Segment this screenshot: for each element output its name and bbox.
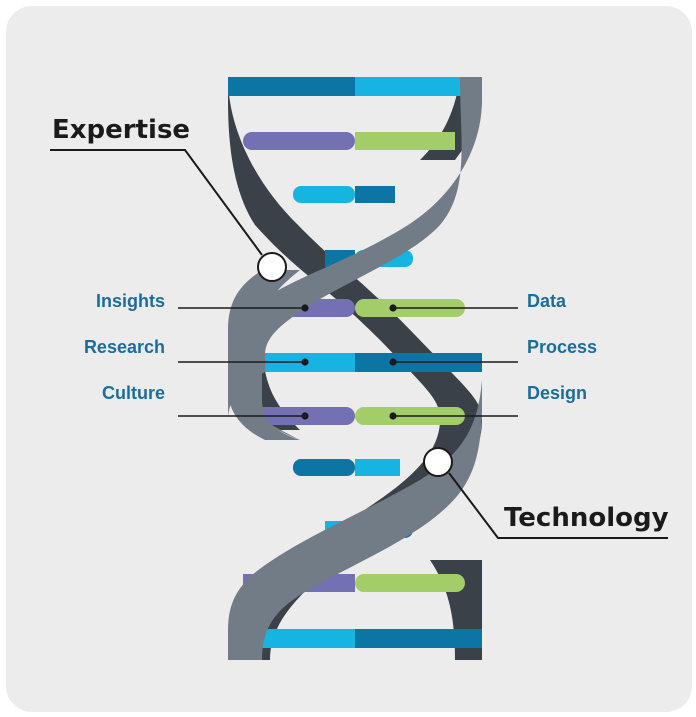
label-expertise: Expertise bbox=[52, 115, 190, 145]
marker-expertise bbox=[257, 252, 287, 282]
label-culture: Culture bbox=[102, 383, 165, 403]
dot-data bbox=[389, 304, 397, 312]
rung-11-right bbox=[355, 629, 482, 648]
rung-2-left bbox=[243, 132, 355, 150]
rung-1-right bbox=[355, 77, 482, 96]
leader-expertise bbox=[50, 149, 263, 256]
leader-technology bbox=[448, 472, 668, 539]
rung-3-left bbox=[293, 186, 355, 203]
front-strand-lower-fill bbox=[228, 380, 482, 660]
front-strand-mid-left bbox=[228, 270, 300, 440]
label-data: Data bbox=[527, 291, 567, 311]
back-strand bbox=[228, 77, 482, 660]
rung-2-right bbox=[355, 132, 455, 150]
label-process: Process bbox=[527, 337, 597, 357]
label-technology: Technology bbox=[504, 503, 669, 533]
dot-process bbox=[389, 358, 397, 366]
rung-8-right bbox=[355, 459, 400, 476]
marker-technology bbox=[423, 447, 453, 477]
label-insights: Insights bbox=[96, 291, 165, 311]
dot-research bbox=[301, 358, 309, 366]
rung-10-right bbox=[355, 574, 465, 592]
dot-design bbox=[389, 412, 397, 420]
rung-1-left bbox=[228, 77, 355, 96]
label-research: Research bbox=[84, 337, 165, 357]
dot-culture bbox=[301, 412, 309, 420]
rung-3-right bbox=[355, 186, 395, 203]
rung-8-left bbox=[293, 459, 355, 476]
dot-insights bbox=[301, 304, 309, 312]
label-design: Design bbox=[527, 383, 587, 403]
